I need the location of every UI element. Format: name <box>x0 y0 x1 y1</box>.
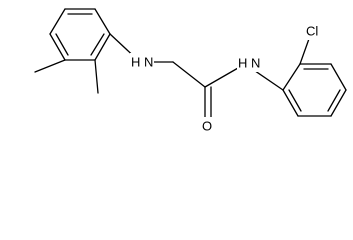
methyl-3-bond <box>34 59 66 73</box>
carbonyl-oxygen-label: O <box>202 119 212 134</box>
dimethylphenyl-ring <box>49 8 111 61</box>
amide-nh-label: H N <box>238 56 260 71</box>
chlorine-label: Cl <box>306 24 318 39</box>
amine-nh-label: H N <box>131 55 153 70</box>
c-cl-bond <box>299 35 311 65</box>
structure-canvas: H N O H N Cl <box>34 8 347 135</box>
chemical-structure: H N O H N Cl <box>34 8 347 135</box>
ch2-carbonyl-bond <box>172 61 206 88</box>
chlorophenyl-ring <box>282 63 347 117</box>
methyl-2-bond <box>94 59 99 94</box>
